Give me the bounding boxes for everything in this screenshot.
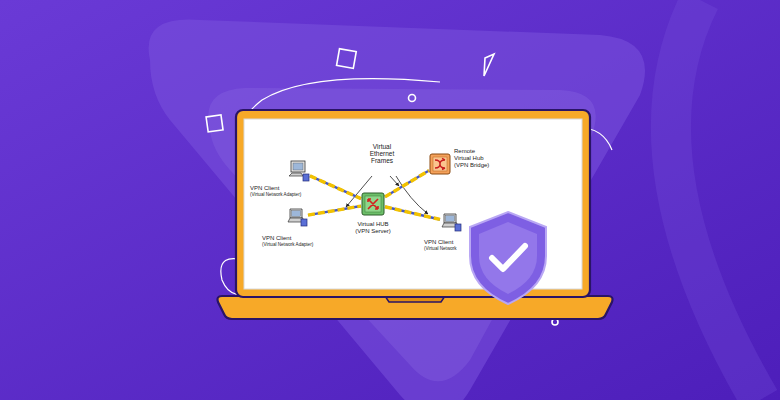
hub-icon-part — [365, 196, 381, 212]
laptop-icon — [288, 209, 307, 226]
laptop-icon — [442, 214, 461, 231]
pc-icon-part — [303, 174, 309, 181]
decoration — [484, 54, 494, 76]
node-subtitle: (Virtual Network Adapter) — [250, 192, 301, 197]
pc-icon-part — [293, 163, 303, 170]
link-dashes — [385, 171, 429, 197]
node-subtitle: (Virtual Network — [424, 246, 457, 251]
node-label: VPN Client(Virtual Network Adapter) — [262, 235, 313, 247]
node-title: VPN Client — [262, 235, 313, 242]
background-shape — [149, 20, 645, 400]
node-label: VPN Client(Virtual Network Adapter) — [250, 185, 301, 197]
shield-icon — [470, 212, 546, 304]
node-icon — [440, 212, 462, 232]
vpn-client: VPN Client(Virtual Network — [440, 212, 462, 232]
node-title: Remote Virtual Hub — [454, 148, 488, 162]
vpn-bridge-hub: Remote Virtual Hub(VPN Bridge) — [429, 153, 451, 175]
node-title: Virtual HUB — [355, 221, 391, 228]
node-subtitle: (VPN Bridge) — [454, 162, 489, 169]
link-underlay — [385, 207, 440, 220]
node-label: VPN Client(Virtual Network — [424, 239, 457, 251]
node-icon — [286, 207, 308, 227]
node-subtitle: (VPN Server) — [355, 228, 391, 235]
ethernet-link — [310, 176, 361, 199]
ethernet-link — [385, 207, 440, 220]
vpn-client: VPN Client(Virtual Network Adapter) — [288, 160, 310, 182]
link-underlay — [308, 206, 361, 215]
laptop-icon-part — [446, 216, 455, 222]
node-subtitle: (Virtual Network Adapter) — [262, 242, 313, 247]
link-dashes — [310, 176, 361, 199]
hub-icon — [362, 193, 384, 215]
node-icon — [361, 192, 385, 216]
ethernet-link — [385, 171, 429, 197]
link-underlay — [310, 176, 361, 199]
callout-label: Virtual Ethernet Frames — [362, 143, 402, 164]
laptop-icon-part — [301, 219, 307, 226]
vpn-server-hub: Virtual HUB(VPN Server) — [361, 192, 385, 216]
node-label: Virtual HUB(VPN Server) — [355, 221, 391, 235]
laptop-icon-part — [292, 211, 301, 217]
decoration — [409, 95, 416, 102]
link-dashes — [308, 206, 361, 215]
laptop-illustration — [218, 110, 613, 319]
node-label: Remote Virtual Hub(VPN Bridge) — [454, 148, 489, 169]
leader-lines — [390, 176, 399, 186]
vpn-client: VPN Client(Virtual Network Adapter) — [286, 207, 308, 227]
link-dashes — [385, 207, 440, 220]
node-title: VPN Client — [250, 185, 301, 192]
decoration — [206, 115, 223, 132]
ethernet-link — [308, 206, 361, 215]
laptop-illustration — [218, 296, 613, 319]
background-swoosh — [671, 0, 760, 400]
pc-icon — [289, 161, 309, 181]
laptop-icon-part — [455, 224, 461, 231]
node-icon — [429, 153, 451, 175]
decoration — [206, 49, 612, 325]
hub-icon-part — [368, 199, 378, 209]
decoration — [337, 49, 357, 69]
link-underlay — [385, 171, 429, 197]
node-title: VPN Client — [424, 239, 457, 246]
bridge-icon — [430, 154, 450, 174]
laptop-icon-part — [444, 214, 456, 223]
pc-icon-part — [291, 161, 305, 172]
bridge-icon-part — [433, 157, 447, 171]
background-shape — [208, 88, 596, 381]
shield-icon — [479, 222, 537, 294]
shield-icon — [492, 246, 525, 269]
hub-icon-part — [362, 193, 384, 215]
pc-icon-part — [289, 173, 303, 176]
laptop-icon-part — [290, 209, 302, 218]
bridge-icon-part — [435, 159, 445, 170]
node-icon — [288, 160, 310, 182]
shield-icon — [470, 212, 546, 304]
bridge-icon-part — [430, 154, 450, 174]
